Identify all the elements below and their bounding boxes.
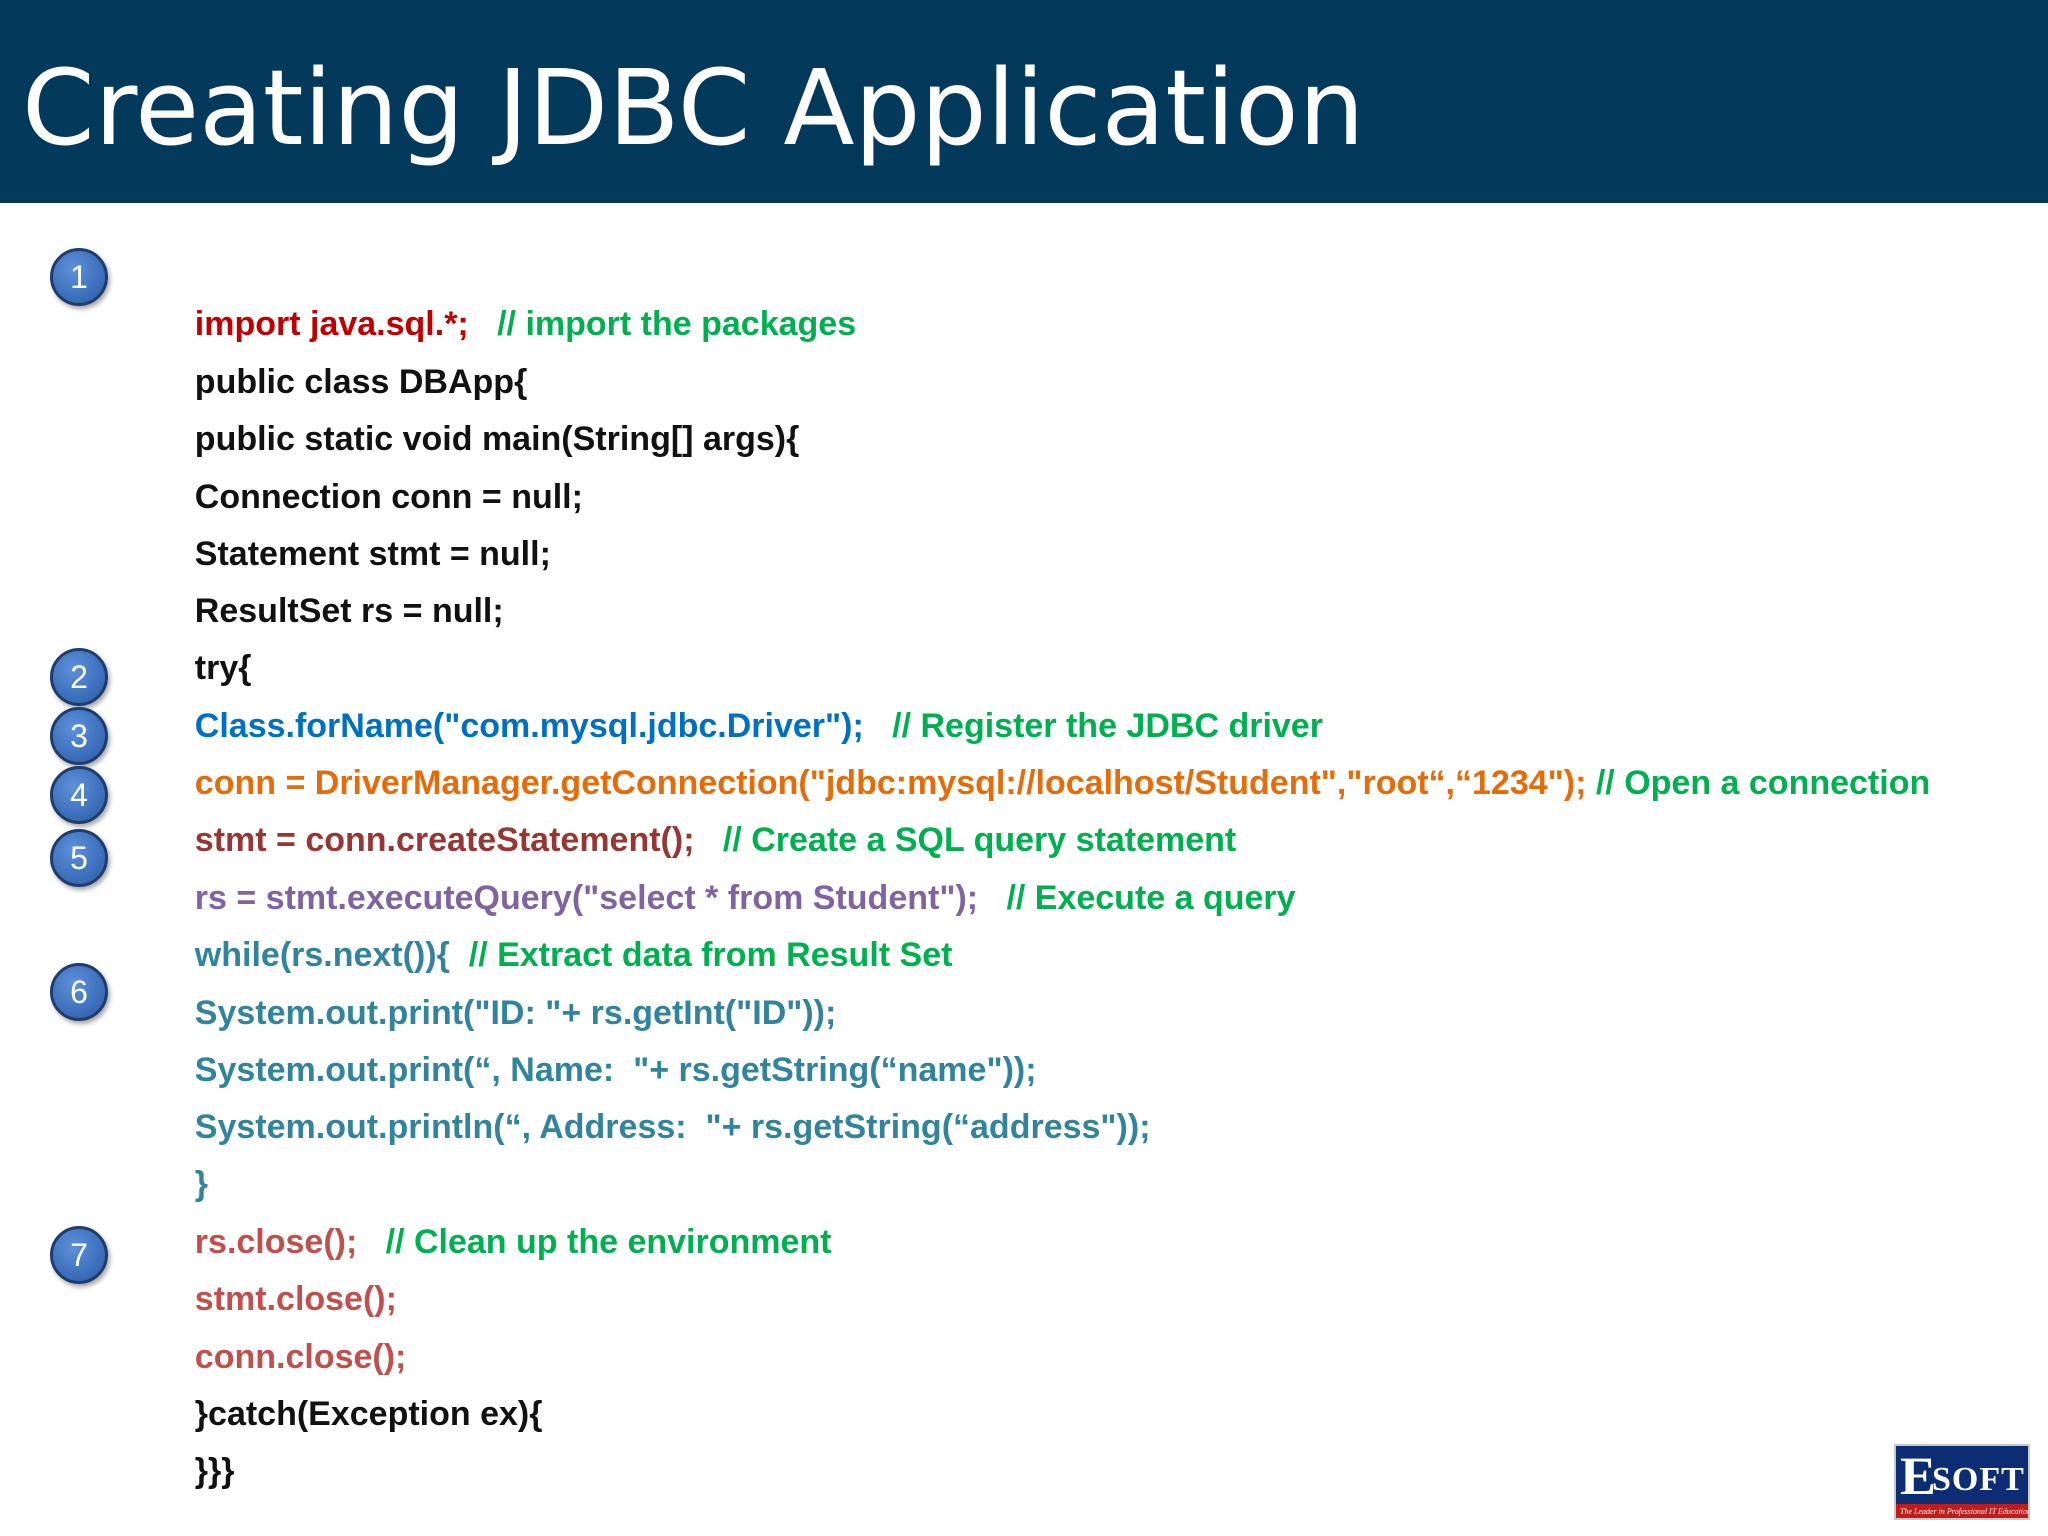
create-statement-comment: // Create a SQL query statement (722, 821, 1237, 859)
create-statement-statement: stmt = conn.createStatement(); (194, 821, 695, 859)
resultset-declaration: ResultSet rs = null; (194, 592, 504, 630)
print-name-statement: System.out.print(“, Name: "+ rs.getStrin… (194, 1051, 1037, 1089)
step-badge-4: 4 (50, 766, 108, 824)
while-loop: while(rs.next()){ (194, 936, 450, 974)
code-line-conn-close: conn.close(); (157, 1282, 407, 1376)
catch-block: }catch(Exception ex){ (194, 1395, 543, 1433)
step-badge-1: 1 (50, 248, 108, 306)
step-badge-6: 6 (50, 963, 108, 1021)
code-line-print-name: System.out.print(“, Name: "+ rs.getStrin… (157, 995, 1037, 1089)
code-line-connection-var: Connection conn = null; (157, 422, 583, 516)
logo-initial: E (1900, 1446, 1937, 1506)
print-id-statement: System.out.print("ID: "+ rs.getInt("ID")… (194, 994, 837, 1032)
import-statement: import java.sql.*; (194, 305, 469, 343)
code-line-open-connection: conn = DriverManager.getConnection("jdbc… (157, 708, 1930, 802)
step-badge-3: 3 (50, 707, 108, 765)
class-declaration: public class DBApp{ (194, 363, 528, 401)
conn-close-statement: conn.close(); (194, 1338, 407, 1376)
code-line-print-address: System.out.println(“, Address: "+ rs.get… (157, 1052, 1151, 1146)
code-line-print-id: System.out.print("ID: "+ rs.getInt("ID")… (157, 938, 837, 1032)
main-method: public static void main(String[] args){ (194, 420, 800, 458)
code-line-register-driver: Class.forName("com.mysql.jdbc.Driver"); … (157, 651, 1323, 745)
statement-declaration: Statement stmt = null; (194, 535, 551, 573)
code-line-stmt-close: stmt.close(); (157, 1224, 397, 1318)
execute-query-statement: rs = stmt.executeQuery("select * from St… (194, 879, 979, 917)
code-line-execute-query: rs = stmt.executeQuery("select * from St… (157, 823, 1296, 917)
step-badge-2: 2 (50, 648, 108, 706)
code-line-catch: }catch(Exception ex){ (157, 1339, 543, 1433)
open-connection-comment: // Open a connection (1595, 764, 1931, 802)
slide-title: Creating JDBC Application (22, 47, 1365, 169)
esoft-logo: E SOFT The Leader in Professional IT Edu… (1894, 1444, 2030, 1520)
rs-close-statement: rs.close(); (194, 1223, 358, 1261)
title-bar: Creating JDBC Application (0, 0, 2048, 203)
try-block: try{ (194, 649, 252, 687)
closing-braces: }}} (194, 1452, 235, 1490)
code-line-class: public class DBApp{ (157, 307, 528, 401)
import-comment: // import the packages (497, 305, 857, 343)
execute-query-comment: // Execute a query (1006, 879, 1296, 917)
code-line-while: while(rs.next()){ // Extract data from R… (157, 880, 953, 974)
connection-declaration: Connection conn = null; (194, 478, 583, 516)
step-badge-7: 7 (50, 1226, 108, 1284)
stmt-close-statement: stmt.close(); (194, 1280, 397, 1318)
register-driver-statement: Class.forName("com.mysql.jdbc.Driver"); (194, 707, 864, 745)
code-line-try: try{ (157, 593, 252, 687)
code-line-resultset-var: ResultSet rs = null; (157, 536, 504, 630)
extract-data-comment: // Extract data from Result Set (468, 936, 953, 974)
logo-tagline-bar (1896, 1504, 2028, 1518)
code-line-main: public static void main(String[] args){ (157, 364, 800, 458)
logo-wordmark: SOFT (1932, 1461, 2025, 1498)
step-badge-5: 5 (50, 829, 108, 887)
print-address-statement: System.out.println(“, Address: "+ rs.get… (194, 1108, 1151, 1146)
code-line-rs-close: rs.close(); // Clean up the environment (157, 1167, 832, 1261)
logo-tagline: The Leader in Professional IT Education (1900, 1507, 2030, 1516)
open-connection-statement: conn = DriverManager.getConnection("jdbc… (194, 764, 1587, 802)
code-line-create-statement: stmt = conn.createStatement(); // Create… (157, 765, 1236, 859)
register-driver-comment: // Register the JDBC driver (892, 707, 1323, 745)
code-line-statement-var: Statement stmt = null; (157, 479, 551, 573)
code-line-while-close: } (157, 1109, 208, 1203)
cleanup-comment: // Clean up the environment (385, 1223, 832, 1261)
code-line-import: import java.sql.*; // import the package… (157, 249, 856, 343)
while-close-brace: } (194, 1165, 209, 1203)
code-line-closing-braces: }}} (157, 1396, 235, 1490)
